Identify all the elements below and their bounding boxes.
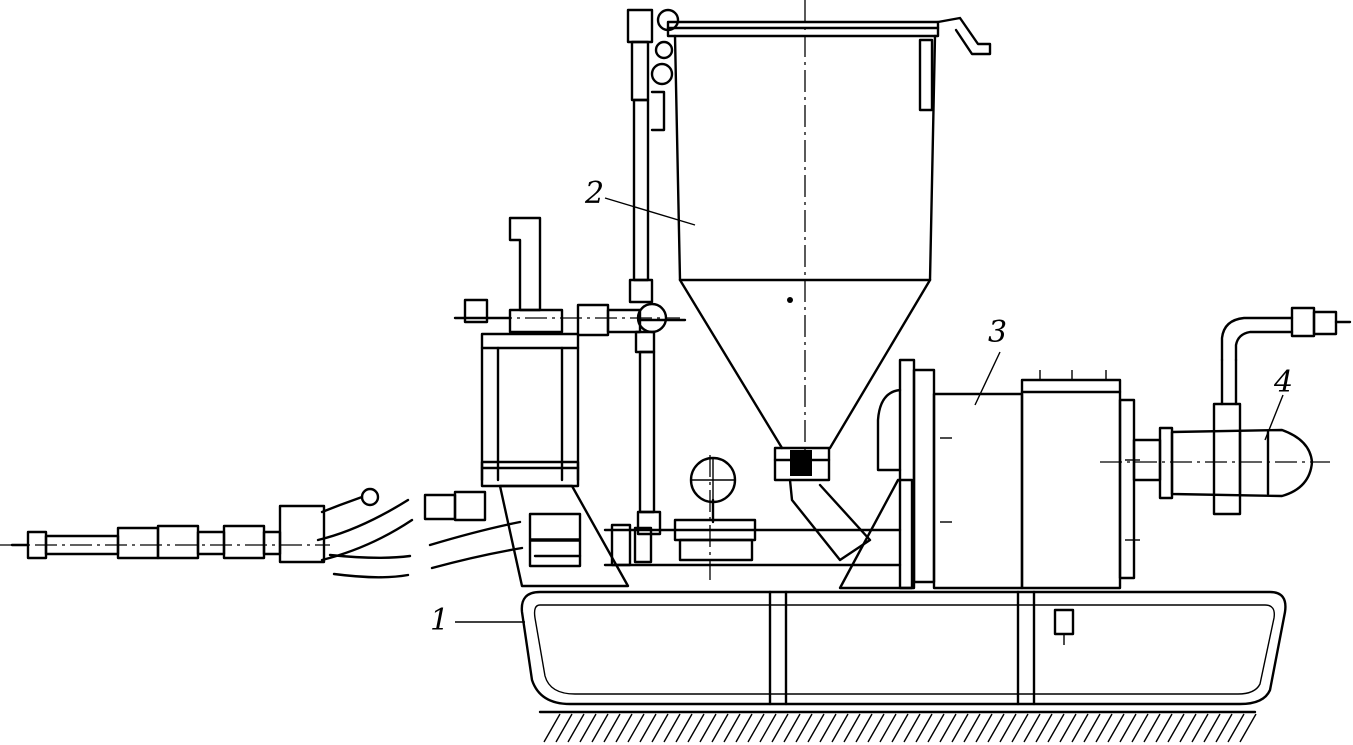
- hatch-stroke: [783, 713, 801, 743]
- hatch-stroke: [1047, 713, 1065, 743]
- hatch-stroke: [1143, 713, 1161, 743]
- feed-chute: [498, 484, 630, 588]
- mixer-body: [876, 358, 1140, 590]
- hatch-stroke: [663, 713, 681, 743]
- hatch-stroke: [603, 713, 621, 743]
- callout-1: 1: [430, 603, 449, 638]
- hatch-stroke: [1179, 713, 1197, 743]
- hatch-stroke: [651, 713, 669, 743]
- side-rods: [626, 8, 680, 536]
- hatch-stroke: [675, 713, 693, 743]
- hatch-stroke: [567, 713, 585, 743]
- hoses: [316, 490, 524, 579]
- hatch-stroke: [1155, 713, 1173, 743]
- hatch-stroke: [1191, 713, 1209, 743]
- hatch-stroke: [891, 713, 909, 743]
- callouts: 1 2 3 4: [430, 176, 1293, 638]
- hatch-stroke: [939, 713, 957, 743]
- hatch-stroke: [1215, 713, 1233, 743]
- hatch-stroke: [843, 713, 861, 743]
- hatch-stroke: [831, 713, 849, 743]
- hatch-stroke: [1095, 713, 1113, 743]
- hatch-stroke: [555, 713, 573, 743]
- hatch-stroke: [627, 713, 645, 743]
- hatch-stroke: [915, 713, 933, 743]
- hatch-stroke: [1167, 713, 1185, 743]
- hatch-stroke: [879, 713, 897, 743]
- valve-stack: [453, 216, 687, 488]
- hatch-stroke: [855, 713, 873, 743]
- hopper: [666, 16, 992, 562]
- hatch-stroke: [999, 713, 1017, 743]
- hatch-stroke: [927, 713, 945, 743]
- hatch-stroke: [591, 713, 609, 743]
- hatch-stroke: [1023, 713, 1041, 743]
- hatch-stroke: [747, 713, 765, 743]
- hatch-stroke: [807, 713, 825, 743]
- hatch-stroke: [1071, 713, 1089, 743]
- hatch-stroke: [711, 713, 729, 743]
- hatch-stroke: [543, 713, 561, 743]
- hatch-stroke: [1227, 713, 1245, 743]
- drive-motor: [1132, 306, 1352, 516]
- hatch-stroke: [987, 713, 1005, 743]
- hatch-stroke: [771, 713, 789, 743]
- hatch-stroke: [819, 713, 837, 743]
- hatch-stroke: [795, 713, 813, 743]
- hatch-stroke: [699, 713, 717, 743]
- hatch-stroke: [579, 713, 597, 743]
- hatch-stroke: [1059, 713, 1077, 743]
- sled-frame: [520, 590, 1287, 706]
- hatch-stroke: [1203, 713, 1221, 743]
- support-wedge: [838, 478, 914, 590]
- hatch-stroke: [963, 713, 981, 743]
- hatch-stroke: [1107, 713, 1125, 743]
- hatch-stroke: [687, 713, 705, 743]
- hatch-stroke: [759, 713, 777, 743]
- hatch-stroke: [1239, 713, 1257, 743]
- hatch-stroke: [903, 713, 921, 743]
- hatch-stroke: [615, 713, 633, 743]
- callout-4: 4: [1273, 365, 1293, 400]
- hatch-stroke: [723, 713, 741, 743]
- hatch-stroke: [639, 713, 657, 743]
- hatch-stroke: [975, 713, 993, 743]
- hatch-stroke: [951, 713, 969, 743]
- discharge-pipe: [603, 456, 902, 567]
- hatch-stroke: [867, 713, 885, 743]
- callout-2: 2: [584, 176, 604, 211]
- callout-3: 3: [988, 315, 1007, 350]
- hatch-stroke: [1131, 713, 1149, 743]
- hatch-stroke: [735, 713, 753, 743]
- hatch-stroke: [1035, 713, 1053, 743]
- hatch-stroke: [1119, 713, 1137, 743]
- hatch-stroke: [1083, 713, 1101, 743]
- center-lines: [0, 0, 1330, 580]
- nozzle-line: [10, 487, 380, 564]
- hatch-stroke: [1011, 713, 1029, 743]
- ground-hatching: [538, 710, 1257, 743]
